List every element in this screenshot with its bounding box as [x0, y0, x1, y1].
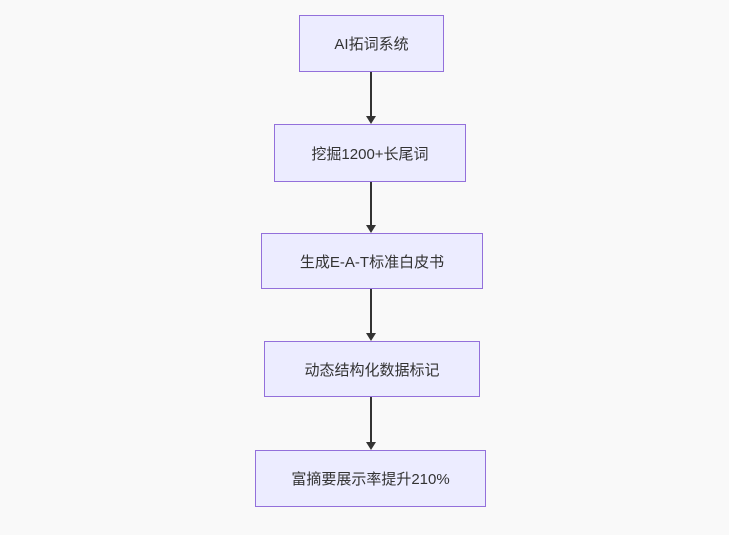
flow-node-mine-longtail-keywords: 挖掘1200+长尾词 — [274, 124, 466, 182]
arrow-down-icon — [366, 289, 376, 341]
flow-node-label: 动态结构化数据标记 — [304, 361, 440, 379]
flow-node-dynamic-structured-data-markup: 动态结构化数据标记 — [264, 341, 480, 397]
flow-node-label: 挖掘1200+长尾词 — [311, 145, 429, 163]
arrow-down-icon — [366, 182, 376, 233]
flow-node-label: AI拓词系统 — [334, 36, 409, 53]
flow-node-rich-snippet-rate-increase: 富摘要展示率提升210% — [255, 450, 486, 507]
flow-node-generate-eat-whitepaper: 生成E-A-T标准白皮书 — [261, 233, 483, 289]
arrow-down-icon — [366, 397, 376, 450]
flow-node-label: 生成E-A-T标准白皮书 — [299, 253, 445, 271]
arrow-down-icon — [366, 72, 376, 124]
flow-node-ai-word-expansion-system: AI拓词系统 — [299, 15, 444, 72]
flow-node-label: 富摘要展示率提升210% — [291, 471, 450, 488]
